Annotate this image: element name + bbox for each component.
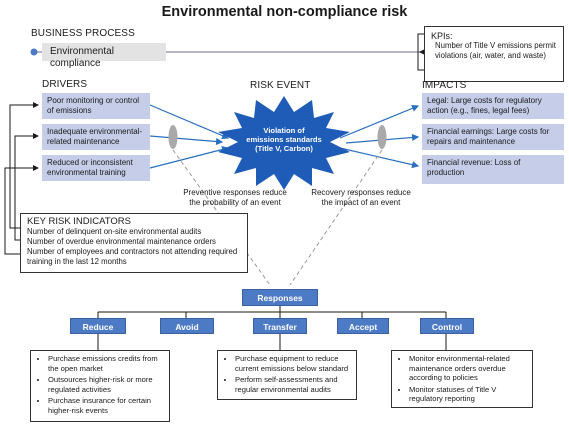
impact-box-3: Financial revenue: Loss of production (422, 155, 564, 184)
impacts-label: IMPACTS (422, 80, 467, 91)
control-button[interactable]: Control (420, 318, 474, 334)
avoid-button[interactable]: Avoid (160, 318, 214, 334)
accept-button[interactable]: Accept (337, 318, 389, 334)
recovery-barrier-oval (377, 125, 387, 149)
responses-button[interactable]: Responses (242, 289, 318, 306)
transfer-action-2: Perform self-assessments and regular env… (235, 375, 351, 394)
control-actions-box: Monitor environmental-related maintenanc… (391, 350, 533, 408)
transfer-action-1: Purchase equipment to reduce current emi… (235, 354, 351, 373)
page-title: Environmental non-compliance risk (161, 4, 408, 20)
kri-item-1: Number of delinquent on-site environment… (27, 227, 202, 236)
driver-arrow-3 (149, 146, 230, 169)
impact-box-2: Financial earnings: Large costs for repa… (422, 124, 564, 150)
reduce-action-3: Purchase insurance for certain higher-ri… (48, 396, 164, 415)
risk-event-line-1: Violation of (263, 126, 305, 135)
kri-label: KEY RISK INDICATORS (27, 216, 131, 227)
risk-event-line-2: emissions standards (246, 135, 322, 144)
risk-event-text: Violation of emissions standards (Title … (234, 126, 334, 153)
preventive-caption: Preventive responses reduce the probabil… (183, 188, 287, 207)
risk-event-label: RISK EVENT (250, 80, 311, 91)
impact-box-1: Legal: Large costs for regulatory action… (422, 93, 564, 119)
kri-connector-1 (9, 102, 39, 229)
business-process-box: Environmental compliance (42, 43, 166, 69)
business-process-label: BUSINESS PROCESS (31, 28, 135, 39)
impact-arrow-3 (339, 147, 420, 169)
transfer-button[interactable]: Transfer (253, 318, 307, 334)
control-action-2: Monitor statuses of Title V regulatory r… (409, 385, 527, 404)
drivers-label: DRIVERS (42, 79, 88, 90)
driver-arrow-2 (149, 135, 224, 146)
kpi-text: Number of Title V emissions permit viola… (435, 41, 556, 60)
kpi-bracket (417, 33, 424, 71)
reduce-actions-box: Purchase emissions credits from the open… (30, 350, 170, 422)
kpi-label: KPIs: (431, 31, 453, 41)
kri-connector-3 (4, 165, 39, 255)
preventive-barrier-oval (168, 125, 178, 149)
impact-arrow-1 (339, 104, 420, 139)
kri-connector-2 (14, 133, 39, 241)
reduce-action-2: Outsources higher-risk or more regulated… (48, 375, 164, 394)
control-action-1: Monitor environmental-related maintenanc… (409, 354, 527, 383)
driver-box-2: Inadequate environmental-related mainten… (42, 124, 150, 150)
kri-box: KEY RISK INDICATORS Number of delinquent… (20, 213, 248, 273)
business-process-start-dot (30, 48, 38, 56)
transfer-actions-box: Purchase equipment to reduce current emi… (217, 350, 357, 400)
recovery-caption: Recovery responses reduce the impact of … (311, 188, 411, 207)
driver-arrow-1 (149, 104, 230, 139)
risk-event-line-3: (Title V, Carbon) (255, 144, 313, 153)
recovery-dashed-line (289, 149, 383, 286)
risk-event-starburst (218, 96, 350, 190)
driver-box-1: Poor monitoring or control of emissions (42, 93, 150, 119)
reduce-action-1: Purchase emissions credits from the open… (48, 354, 164, 373)
driver-box-3: Reduced or inconsistent environmental tr… (42, 155, 150, 181)
kpi-box: KPIs: Number of Title V emissions permit… (424, 26, 564, 82)
kri-item-2: Number of overdue environmental maintena… (27, 237, 216, 246)
reduce-button[interactable]: Reduce (70, 318, 126, 334)
kri-item-3: Number of employees and contractors not … (27, 247, 238, 266)
